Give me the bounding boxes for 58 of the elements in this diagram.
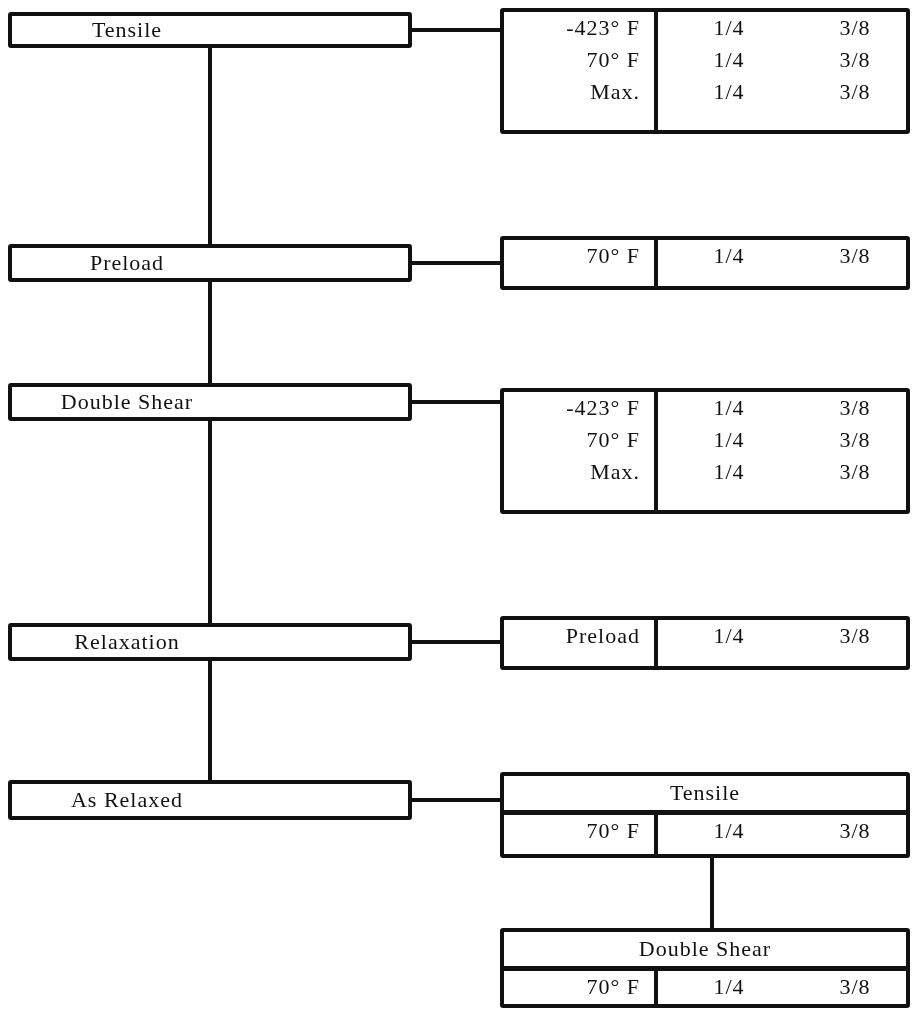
connector-line bbox=[208, 48, 212, 244]
table-cell-text: 70° F bbox=[585, 426, 641, 454]
table-cell-text: 1/4 bbox=[712, 458, 746, 486]
table-cell-text: 1/4 bbox=[712, 46, 746, 74]
box-label: Relaxation bbox=[73, 629, 181, 655]
table-cell-text: 70° F bbox=[585, 242, 641, 270]
data-table bbox=[500, 236, 910, 290]
box-label: Preload bbox=[88, 250, 166, 276]
connector-line bbox=[208, 421, 212, 623]
table-cell-text: 1/4 bbox=[712, 426, 746, 454]
table-header: Double Shear bbox=[504, 932, 906, 971]
table-cell-text: 1/4 bbox=[712, 622, 746, 650]
table-cell-text: 3/8 bbox=[838, 426, 872, 454]
box-label: Double Shear bbox=[59, 389, 195, 415]
process-box bbox=[8, 383, 412, 421]
connector-line bbox=[412, 28, 500, 32]
process-box bbox=[8, 623, 412, 661]
table-cell-text: -423° F bbox=[565, 14, 641, 42]
table-cell-text: Max. bbox=[589, 458, 641, 486]
table-cell-text: 3/8 bbox=[838, 458, 872, 486]
table-cell-text: 3/8 bbox=[838, 817, 872, 845]
table-cell-text: 3/8 bbox=[838, 394, 872, 422]
table-header: Tensile bbox=[504, 776, 906, 815]
table-cell-text: -423° F bbox=[565, 394, 641, 422]
box-label: As Relaxed bbox=[70, 787, 184, 813]
table-cell-text: 3/8 bbox=[838, 242, 872, 270]
connector-line bbox=[208, 282, 212, 383]
data-table bbox=[500, 388, 910, 514]
data-table bbox=[500, 616, 910, 670]
box-label: Tensile bbox=[90, 17, 164, 43]
table-cell-text: 3/8 bbox=[838, 973, 872, 1001]
table-cell-text: 1/4 bbox=[712, 78, 746, 106]
connector-line bbox=[412, 798, 500, 802]
table-cell-text: 3/8 bbox=[838, 78, 872, 106]
connector-line bbox=[412, 400, 500, 404]
table-cell-text: Preload bbox=[564, 622, 641, 650]
table-cell-text: 1/4 bbox=[712, 14, 746, 42]
data-table bbox=[500, 928, 910, 1008]
table-cell-text: 1/4 bbox=[712, 242, 746, 270]
table-cell-text: 3/8 bbox=[838, 14, 872, 42]
process-box bbox=[8, 244, 412, 282]
data-table bbox=[500, 772, 910, 858]
connector-line bbox=[208, 661, 212, 780]
table-cell-text: 3/8 bbox=[838, 622, 872, 650]
table-cell-text: 1/4 bbox=[712, 973, 746, 1001]
connector-line bbox=[710, 858, 714, 928]
connector-line bbox=[412, 640, 500, 644]
data-table bbox=[500, 8, 910, 134]
table-cell-text: 3/8 bbox=[838, 46, 872, 74]
table-cell-text: 70° F bbox=[585, 46, 641, 74]
process-box bbox=[8, 780, 412, 820]
table-cell-text: 70° F bbox=[585, 973, 641, 1001]
table-cell-text: 1/4 bbox=[712, 817, 746, 845]
connector-line bbox=[412, 261, 500, 265]
table-cell-text: 70° F bbox=[585, 817, 641, 845]
table-cell-text: Max. bbox=[589, 78, 641, 106]
table-cell-text: 1/4 bbox=[712, 394, 746, 422]
process-box bbox=[8, 12, 412, 48]
